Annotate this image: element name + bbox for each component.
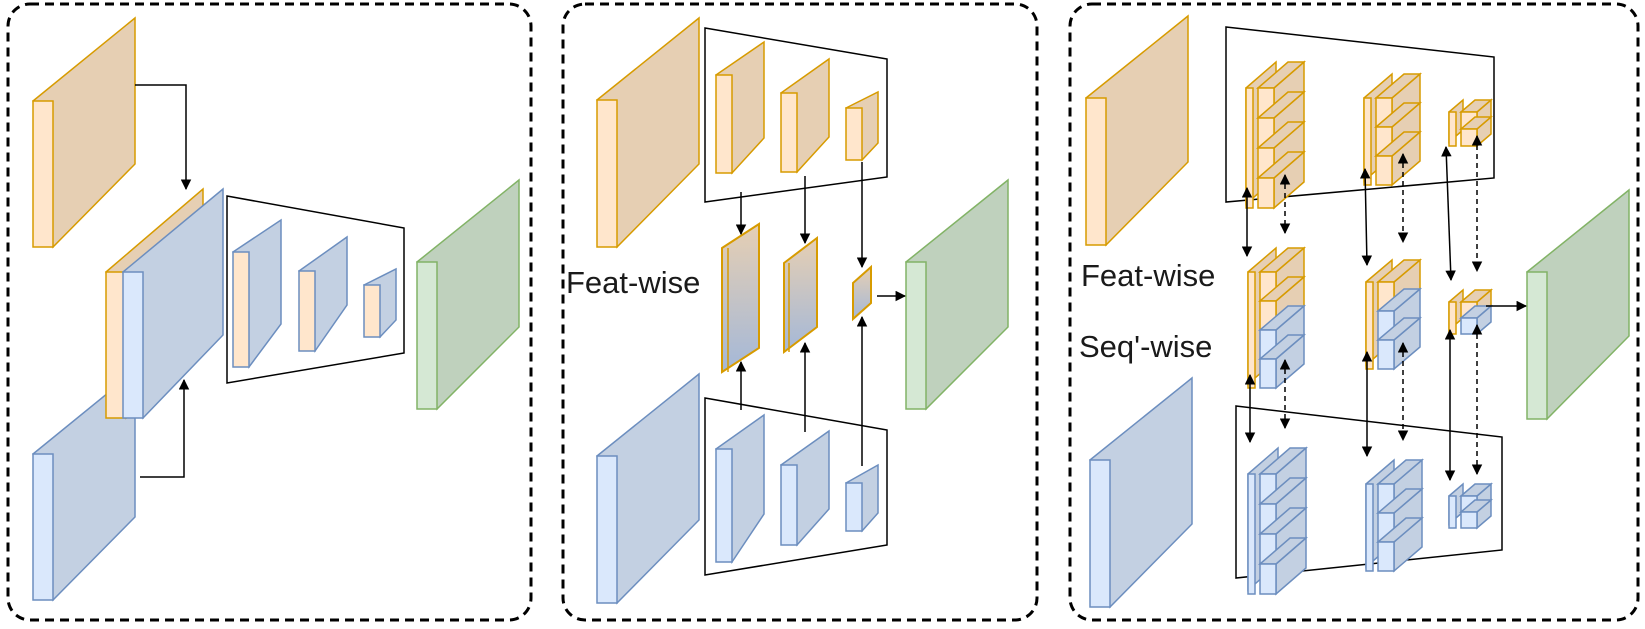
green-output-block (1526, 188, 1630, 421)
panel-feature-wise-fusion: Feat-wise (561, 2, 1039, 622)
blue-encoder-trapezoid (704, 397, 888, 576)
panel-border (1068, 2, 1640, 622)
feat-wise-label: Feat-wise (1081, 258, 1215, 293)
concatenated-block (105, 187, 224, 420)
arrow-blue-to-concat (140, 378, 190, 478)
orange-input-block (1085, 14, 1189, 247)
arrow-orange-to-concat (135, 84, 192, 191)
green-output-block (416, 178, 520, 411)
blue-input-block (596, 372, 700, 605)
mixed-feature-block (363, 267, 397, 339)
block-cell (1259, 358, 1277, 389)
mixed-feature-block (232, 218, 282, 369)
panel-border (561, 2, 1039, 622)
encoder-trapezoid (226, 195, 405, 384)
segmented-feature-blocks (1245, 60, 1494, 596)
orange-input-block (32, 16, 136, 249)
blue-input-block (32, 369, 136, 602)
block-slab-face (1448, 495, 1457, 529)
cross-modal-arrows (1241, 134, 1528, 482)
block-slab-face (1448, 301, 1457, 335)
blue-input-block (1089, 376, 1193, 609)
feat-wise-label: Feat-wise (566, 265, 700, 300)
green-output-block (905, 178, 1009, 411)
panel-feature-and-sequence-wise-fusion: Feat-wise Seq'-wise (1068, 2, 1640, 622)
fusion-arrows (735, 162, 907, 466)
block-slab-face (1247, 271, 1256, 389)
mixed-feature-block (298, 235, 348, 353)
block-cell (1377, 339, 1395, 370)
panel-concatenation (6, 2, 533, 622)
block-cell (1259, 563, 1277, 595)
block-slab-face (1247, 473, 1256, 595)
block-cell (1460, 317, 1478, 335)
block-cell (1460, 128, 1478, 147)
block-slab-face (1365, 281, 1374, 370)
block-cell (1257, 177, 1275, 209)
panel-border (6, 2, 533, 622)
block-cell (1375, 155, 1393, 186)
fused-feature-blocks (721, 222, 872, 374)
block-slab-face (1245, 87, 1254, 209)
seq-wise-label: Seq'-wise (1079, 329, 1212, 364)
block-cell (1460, 511, 1478, 529)
block-slab-face (1448, 111, 1457, 147)
block-slab-face (1365, 483, 1374, 572)
orange-encoder-trapezoid (704, 27, 888, 203)
orange-encoder-trapezoid (1225, 26, 1495, 203)
orange-input-block (596, 16, 700, 249)
block-cell (1377, 541, 1395, 572)
blue-encoder-trapezoid (1235, 405, 1503, 579)
